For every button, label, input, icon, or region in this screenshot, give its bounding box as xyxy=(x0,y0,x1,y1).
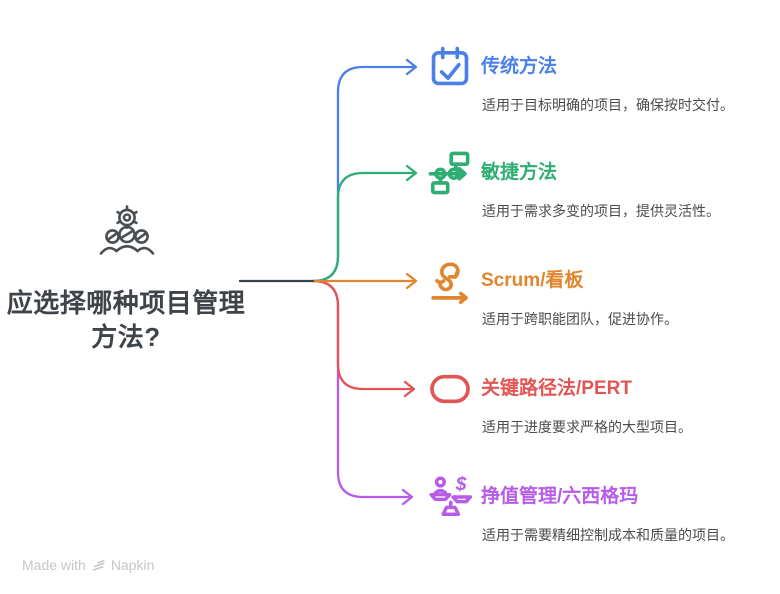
connector-branch-evm xyxy=(311,279,414,506)
svg-text:$: $ xyxy=(455,474,467,495)
napkin-logo-icon xyxy=(91,558,106,573)
calendar-check-icon xyxy=(427,44,473,90)
branch-desc-traditional: 适用于目标明确的项目，确保按时交付。 xyxy=(482,97,734,113)
connector-branch-agile xyxy=(311,164,418,283)
team-gear-icon xyxy=(95,204,159,262)
branch-desc-cpm: 适用于进度要求严格的大型项目。 xyxy=(482,419,692,435)
sprint-loop-icon xyxy=(427,258,473,304)
branch-title-scrum: Scrum/看板 xyxy=(481,270,584,291)
workflow-icon xyxy=(427,150,473,196)
brand-label: Napkin xyxy=(110,557,155,573)
stadium-node-icon xyxy=(427,366,473,412)
connector-branch-scrum xyxy=(311,272,418,290)
branch-desc-evm: 适用于需要精细控制成本和质量的项目。 xyxy=(482,527,734,543)
branch-title-evm: 挣值管理/六西格玛 xyxy=(481,486,639,507)
branch-desc-agile: 适用于需求多变的项目，提供灵活性。 xyxy=(482,203,720,219)
connector-branch-traditional xyxy=(311,58,418,283)
connector-branch-cpm xyxy=(311,279,416,398)
balance-scale-dollar-icon: $ xyxy=(427,474,473,520)
branch-desc-scrum: 适用于跨职能团队，促进协作。 xyxy=(482,311,678,327)
made-with-label: Made with xyxy=(22,557,86,573)
footer-credit: Made with Napkin xyxy=(22,557,154,573)
branch-title-cpm: 关键路径法/PERT xyxy=(481,378,632,399)
central-topic: 应选择哪种项目管理方法? xyxy=(6,288,246,352)
branch-title-traditional: 传统方法 xyxy=(481,56,558,77)
branch-title-agile: 敏捷方法 xyxy=(481,162,558,183)
